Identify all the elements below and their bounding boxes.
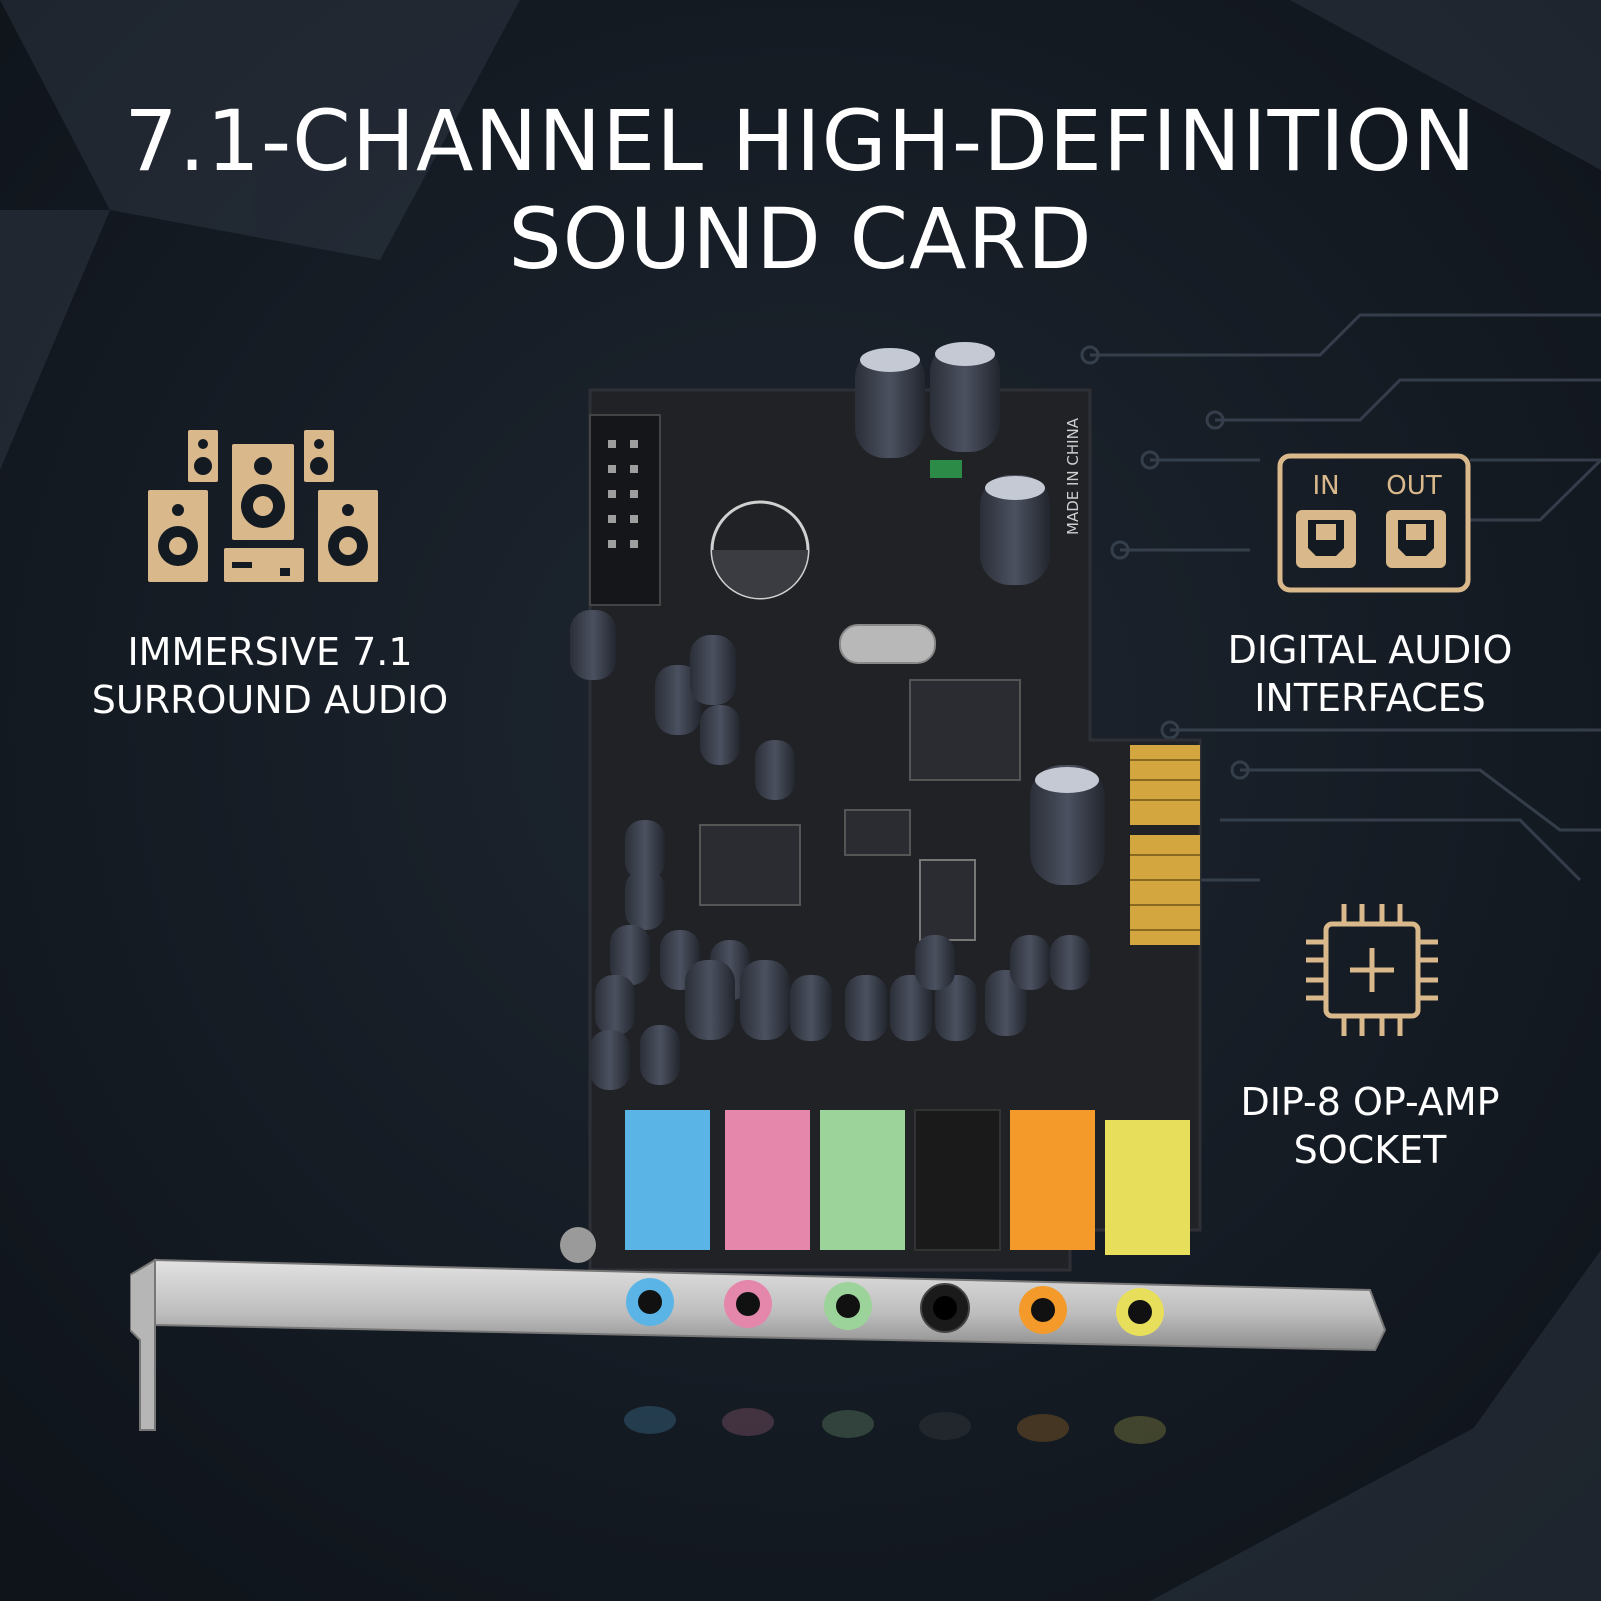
headline-line-1: 7.1-CHANNEL HIGH-DEFINITION [124, 92, 1477, 190]
digital-audio-label: DIGITAL AUDIO INTERFACES [1227, 628, 1513, 720]
optical-out-label: OUT [1386, 471, 1441, 501]
board-made-in-china: MADE IN CHINA [1064, 417, 1082, 535]
circuit-board: MADE IN CHINA [560, 342, 1202, 1272]
reflection [624, 1406, 1166, 1444]
sound-card-image: MADE IN CHINA [130, 342, 1387, 1444]
chip-icon [1306, 904, 1438, 1036]
optical-in-label: IN [1312, 471, 1339, 501]
headline: 7.1-CHANNEL HIGH-DEFINITION SOUND CARD [0, 92, 1601, 288]
speakers-icon [148, 430, 378, 582]
optical-port-icon: IN OUT [1277, 453, 1471, 593]
metal-bracket [130, 1258, 1387, 1431]
surround-audio-label: IMMERSIVE 7.1 SURROUND AUDIO [91, 630, 449, 722]
headline-line-2: SOUND CARD [508, 190, 1093, 288]
op-amp-socket-label: DIP-8 OP-AMP SOCKET [1240, 1080, 1500, 1172]
